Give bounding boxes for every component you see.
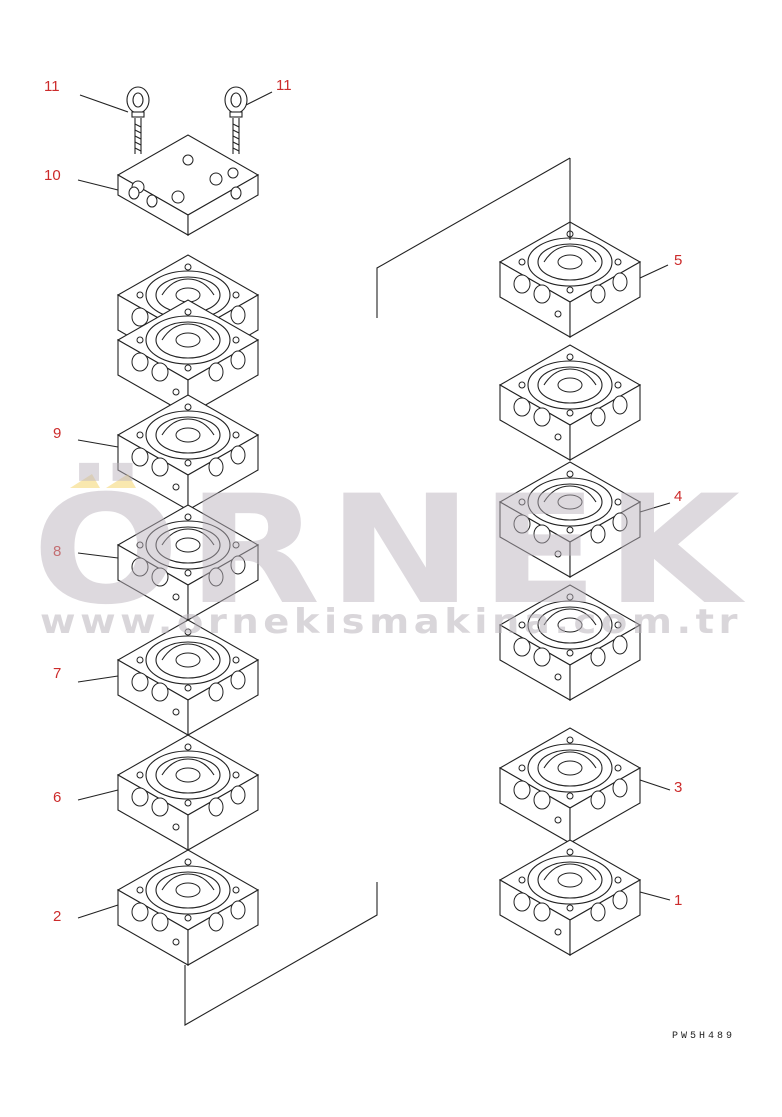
valve-block-unlabeled [499,344,641,461]
watermark-brand: ÖRNEK [32,462,747,638]
label-10: 10 [44,167,61,184]
label-2: 2 [53,908,61,925]
valve-block-2 [117,849,259,966]
connector-bottom [184,882,378,1026]
label-8: 8 [53,543,61,560]
label-5: 5 [674,252,682,269]
watermark: ÖRNEK www.ornekismakina.com.tr [32,462,747,642]
valve-block-6 [117,734,259,851]
valve-block-1 [499,839,641,956]
label-1: 1 [674,892,682,909]
watermark-accent-right [106,474,136,488]
label-9: 9 [53,425,61,442]
label-3: 3 [674,779,682,796]
label-6: 6 [53,789,61,806]
drawing-code: PW5H489 [672,1031,735,1042]
eyebolt-right [224,86,248,155]
valve-block-3 [499,727,641,844]
eyebolt-left [126,86,150,155]
connector-top-diagonal [376,157,571,318]
watermark-url: www.ornekismakina.com.tr [40,602,742,642]
label-7: 7 [53,665,61,682]
label-4: 4 [674,488,682,505]
label-11-right: 11 [276,77,292,94]
watermark-accent-left [70,474,100,488]
label-11-left: 11 [44,78,60,95]
